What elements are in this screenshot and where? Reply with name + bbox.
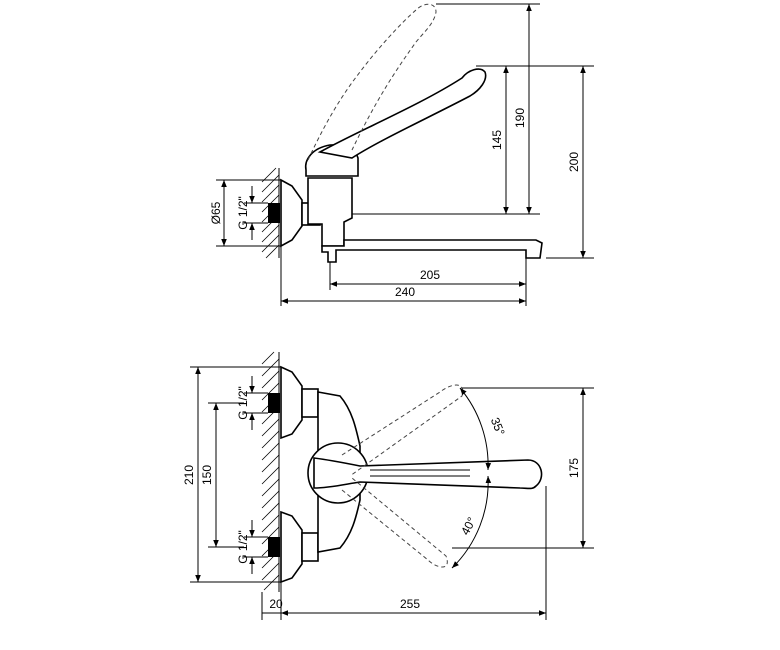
dim-diameter: Ø65 [209,201,223,224]
dim-overall-reach: 240 [395,285,415,299]
dim-angle-upper: 35° [488,415,508,437]
dim-width-total: 210 [182,465,196,485]
dim-inlet-spacing: 150 [200,465,214,485]
escutcheon-lower [280,510,303,584]
lever-ghost-lower [341,477,448,568]
dim-thread-upper: G 1/2" [236,386,250,420]
inlet-thread-side [268,203,280,223]
dim-height-lever: 190 [513,108,527,128]
dim-height-total: 200 [567,152,581,172]
lever-handle-side [317,68,487,159]
escutcheon-upper [280,365,303,440]
dim-wall-offset: 20 [269,597,283,611]
mixer-body-side [307,177,353,247]
lever-ghost-side [307,3,437,161]
spout-side [321,239,543,263]
side-view: 200 190 145 Ø65 G 1/2" 205 240 [209,3,594,306]
dim-overall-length: 255 [400,597,420,611]
angle-arc-upper [459,387,492,471]
dim-lever-span: 175 [567,458,581,478]
escutcheon-side [280,178,303,248]
inlet-thread-upper [268,393,280,413]
dim-thread-side: G 1/2" [236,196,250,230]
dim-thread-lower: G 1/2" [236,530,250,564]
dim-height-spout: 145 [490,130,504,150]
dim-spout-reach: 205 [420,268,440,282]
top-view: 35° 40° 210 150 G 1/2" G 1/2" 175 [182,351,594,620]
inlet-thread-lower [268,537,280,557]
angle-arc-lower [451,475,492,569]
